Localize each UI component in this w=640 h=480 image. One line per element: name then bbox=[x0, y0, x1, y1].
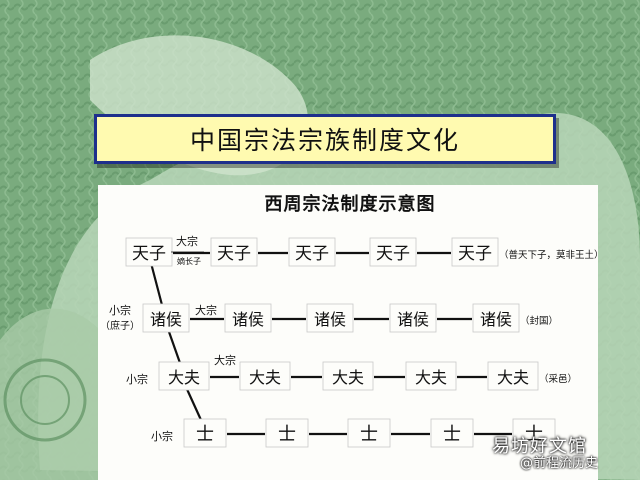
node-label: 诸侯 bbox=[150, 310, 182, 329]
row-note: （普天下子，莫非王土） bbox=[499, 249, 604, 261]
node-label: 诸侯 bbox=[480, 310, 512, 329]
node-box bbox=[405, 361, 457, 391]
watermark-text: 易坊好文馆 bbox=[492, 436, 587, 457]
lineage-node: 士 bbox=[347, 418, 391, 448]
lineage-node: 大夫 bbox=[158, 361, 210, 391]
branch-line bbox=[166, 328, 182, 364]
node-label: 士 bbox=[443, 424, 461, 445]
branch-line bbox=[184, 386, 203, 421]
node-label: 大夫 bbox=[415, 368, 447, 387]
node-label: 士 bbox=[196, 424, 214, 445]
node-label: 天子 bbox=[132, 244, 166, 264]
lineage-node: 大夫 bbox=[239, 361, 291, 391]
node-box bbox=[125, 237, 173, 267]
shuzi-label: （庶子） bbox=[100, 319, 140, 332]
lineage-node: 大夫 bbox=[487, 361, 539, 391]
node-label: 天子 bbox=[458, 244, 492, 264]
node-box bbox=[239, 361, 291, 391]
dazong-label: 大宗 bbox=[214, 353, 236, 367]
node-box bbox=[347, 418, 391, 448]
lineage-node: 士 bbox=[512, 418, 556, 448]
node-label: 诸侯 bbox=[232, 310, 264, 329]
slide-title-box: 中国宗法宗族制度文化 bbox=[94, 114, 556, 164]
node-box bbox=[369, 237, 417, 267]
dizhangzi-label: 嫡长子 bbox=[177, 256, 201, 266]
node-label: 大夫 bbox=[249, 368, 281, 387]
lineage-node: 士 bbox=[430, 418, 474, 448]
lineage-node: 诸侯 bbox=[306, 303, 354, 333]
node-label: 天子 bbox=[376, 244, 410, 264]
lineage-node: 天子 bbox=[288, 237, 336, 267]
row-note: （采邑） bbox=[539, 373, 577, 385]
lineage-node: 士 bbox=[183, 418, 227, 448]
lineage-node: 大夫 bbox=[405, 361, 457, 391]
node-label: 诸侯 bbox=[314, 310, 346, 329]
node-box bbox=[265, 418, 309, 448]
xiaozong-label: 小宗 bbox=[109, 303, 131, 317]
node-box bbox=[158, 361, 210, 391]
lineage-node: 诸侯 bbox=[224, 303, 272, 333]
watermark-subtext: @前程流历史 bbox=[520, 456, 599, 471]
slide-title: 中国宗法宗族制度文化 bbox=[189, 126, 460, 155]
row-note: （封国） bbox=[520, 315, 558, 327]
lineage-node: 天子 bbox=[451, 237, 499, 267]
node-box bbox=[183, 418, 227, 448]
node-box bbox=[288, 237, 336, 267]
dazong-label: 大宗 bbox=[195, 303, 217, 317]
lineage-node: 天子 bbox=[210, 237, 258, 267]
lineage-node: 天子 bbox=[125, 237, 173, 267]
branch-line bbox=[149, 262, 164, 306]
xiaozong-label: 小宗 bbox=[151, 429, 173, 443]
lineage-node: 诸侯 bbox=[472, 303, 520, 333]
node-label: 士 bbox=[360, 424, 378, 445]
node-box bbox=[224, 303, 272, 333]
lineage-node: 士 bbox=[265, 418, 309, 448]
node-box bbox=[451, 237, 499, 267]
node-box bbox=[322, 361, 374, 391]
node-label: 天子 bbox=[295, 244, 329, 264]
node-box bbox=[487, 361, 539, 391]
node-box bbox=[210, 237, 258, 267]
node-box bbox=[389, 303, 437, 333]
dazong-label: 大宗 bbox=[176, 234, 198, 248]
xiaozong-label: 小宗 bbox=[126, 372, 148, 386]
node-box bbox=[430, 418, 474, 448]
node-label: 大夫 bbox=[332, 368, 364, 387]
diagram-title: 西周宗法制度示意图 bbox=[264, 194, 436, 215]
node-label: 大夫 bbox=[168, 368, 200, 387]
node-box bbox=[472, 303, 520, 333]
node-label: 士 bbox=[278, 424, 296, 445]
node-label: 大夫 bbox=[497, 368, 529, 387]
node-label: 士 bbox=[525, 424, 543, 445]
lineage-node: 大夫 bbox=[322, 361, 374, 391]
node-label: 天子 bbox=[217, 244, 251, 264]
node-box bbox=[306, 303, 354, 333]
lineage-node: 天子 bbox=[369, 237, 417, 267]
node-box bbox=[512, 418, 556, 448]
node-box bbox=[142, 303, 190, 333]
node-label: 诸侯 bbox=[397, 310, 429, 329]
lineage-node: 诸侯 bbox=[389, 303, 437, 333]
lineage-node: 诸侯 bbox=[142, 303, 190, 333]
